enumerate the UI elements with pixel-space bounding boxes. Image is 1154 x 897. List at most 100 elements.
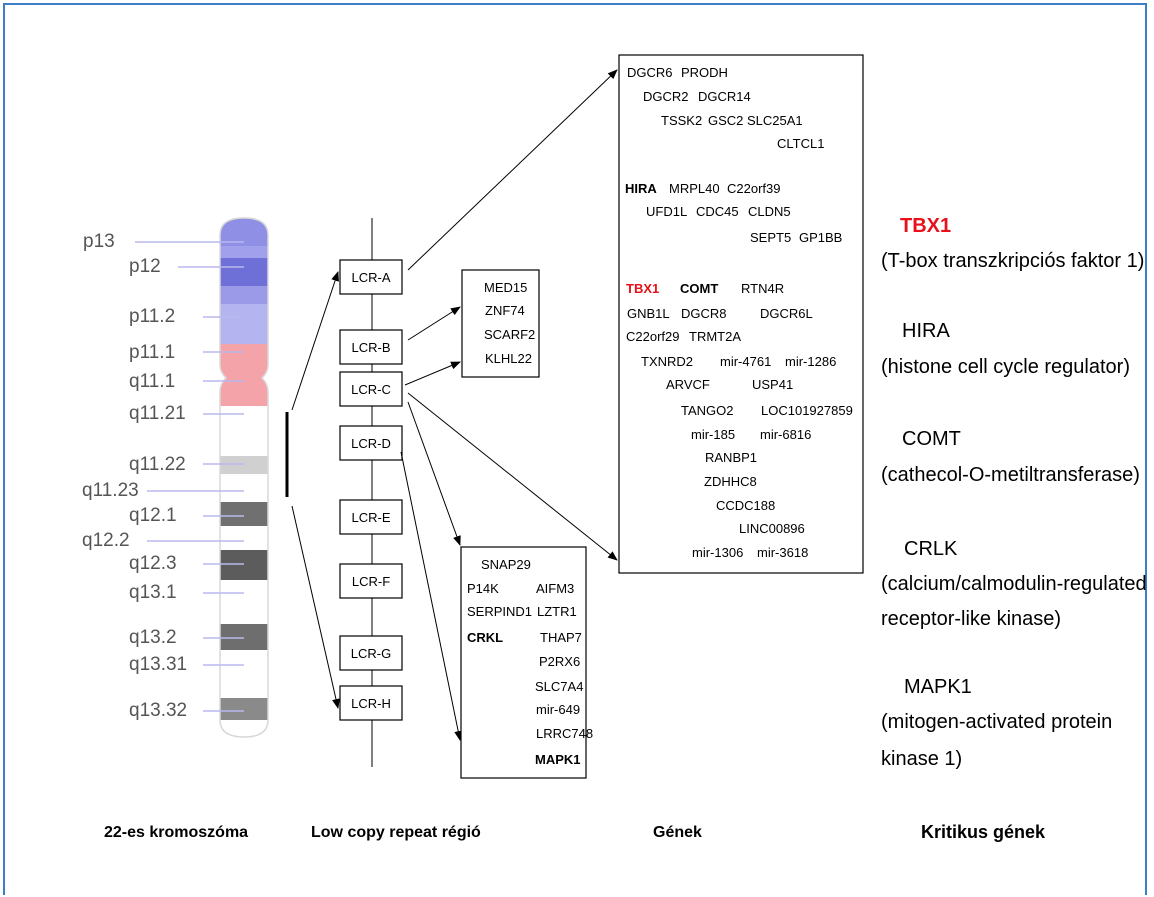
band-label-q11-23: q11.23 [82, 480, 139, 501]
gene-mir-185: mir-185 [691, 427, 735, 442]
gene-klhl22: KLHL22 [485, 351, 532, 366]
band-label-q13-31: q13.31 [129, 654, 187, 675]
header-lcr: Low copy repeat régió [311, 824, 481, 841]
gene-ccdc188: CCDC188 [716, 498, 775, 513]
gene-mir-1286: mir-1286 [785, 354, 836, 369]
gene-prodh: PRODH [681, 65, 728, 80]
lcr-box-lcr-e: LCR-E [339, 499, 403, 535]
critical-gene-name: HIRA [902, 320, 950, 342]
zoom-arrow-top [291, 271, 339, 411]
gene-c22orf39: C22orf39 [727, 181, 780, 196]
zoom-arrow-bottom [291, 505, 340, 709]
gene-dgcr2: DGCR2 [643, 89, 689, 104]
critical-gene-description: (calcium/calmodulin-regulated [881, 573, 1147, 595]
arrow-lcr-c-box-d [407, 401, 461, 546]
header-chromosome: 22-es kromoszóma [104, 824, 248, 841]
band-p11-1-shape [220, 344, 268, 378]
gene-mapk1: MAPK1 [535, 752, 581, 767]
band-q11-1-shape [220, 378, 268, 406]
band-label-q13-32: q13.32 [129, 700, 187, 721]
lcr-label-lcr-f: LCR-F [352, 574, 390, 589]
gene-snap29: SNAP29 [481, 557, 531, 572]
band-label-q11-1: q11.1 [129, 371, 175, 392]
band-label-p11-2: p11.2 [129, 306, 175, 327]
critical-gene-mapk1: MAPK1 (mitogen-activated protein kinase 1) [881, 676, 1112, 770]
gene-lrrc748: LRRC748 [536, 726, 593, 741]
lcr-label-lcr-c: LCR-C [351, 382, 391, 397]
gene-cdc45: CDC45 [696, 204, 739, 219]
band-label-q11-22: q11.22 [129, 454, 186, 475]
gene-loc101927859: LOC101927859 [761, 403, 853, 418]
gene-crkl: CRKL [467, 630, 503, 645]
gene-slc7a4: SLC7A4 [535, 679, 583, 694]
critical-gene-tbx1: TBX1(T-box transzkripciós faktor 1) [881, 215, 1144, 272]
band-label-q12-2: q12.2 [82, 530, 130, 551]
critical-gene-name: MAPK1 [904, 676, 972, 698]
chromosome-ideogram [219, 217, 269, 738]
band-label-q12-1: q12.1 [129, 505, 177, 526]
gene-mir-4761: mir-4761 [720, 354, 771, 369]
lcr-box-lcr-d: LCR-D [339, 425, 403, 461]
critical-gene-description: (cathecol-O-metiltransferase) [881, 464, 1140, 486]
lcr-box-lcr-c: LCR-C [339, 371, 403, 407]
band-label-p12: p12 [129, 256, 161, 277]
gene-dgcr14: DGCR14 [698, 89, 751, 104]
gene-ufd1l: UFD1L [646, 204, 687, 219]
gene-zdhhc8: ZDHHC8 [704, 474, 757, 489]
critical-gene-description: kinase 1) [881, 748, 962, 770]
gene-sept5: SEPT5 [750, 230, 791, 245]
gene-dgcr6: DGCR6 [627, 65, 673, 80]
critical-gene-comt: COMT (cathecol-O-metiltransferase) [881, 428, 1140, 486]
band-leader-lines [135, 241, 244, 712]
band-label-p11-1: p11.1 [129, 342, 175, 363]
arrow-lcr-a [407, 69, 618, 271]
arrow-lcr-d [400, 451, 463, 741]
band-p11-2-shape [220, 304, 268, 344]
critical-gene-name: CRLK [904, 538, 958, 560]
lcr-box-lcr-a: LCR-A [339, 259, 403, 295]
band-q12-1-shape [220, 502, 268, 526]
band-q12-3-shape [220, 550, 268, 580]
gene-lztr1: LZTR1 [537, 604, 577, 619]
band-label-q12-3: q12.3 [129, 553, 177, 574]
gene-rtn4r: RTN4R [741, 281, 784, 296]
gene-gsc2: GSC2 [708, 113, 743, 128]
band-q13-32-shape [220, 698, 268, 720]
band-label-q13-2: q13.2 [129, 627, 177, 648]
lcr-label-lcr-b: LCR-B [351, 340, 390, 355]
critical-genes-list: TBX1(T-box transzkripciós faktor 1) HIRA (… [881, 215, 1147, 770]
gene-c22orf29: C22orf29 [626, 329, 679, 344]
gene-box-b [461, 269, 540, 378]
gene-mrpl40: MRPL40 [669, 181, 720, 196]
gene-serpind1: SERPIND1 [467, 604, 532, 619]
lcr-box-lcr-g: LCR-G [339, 635, 403, 671]
gene-tbx1: TBX1 [626, 281, 659, 296]
lcr-box-lcr-f: LCR-F [339, 563, 403, 599]
gene-comt: COMT [680, 281, 718, 296]
gene-p2rx6: P2RX6 [539, 654, 580, 669]
gene-slc25a1: SLC25A1 [747, 113, 803, 128]
critical-gene-description: (T-box transzkripciós faktor 1) [881, 250, 1144, 272]
gene-hira: HIRA [625, 181, 657, 196]
lcr-box-lcr-b: LCR-B [339, 329, 403, 365]
gene-gnb1l: GNB1L [627, 306, 670, 321]
header-critical: Kritikus gének [921, 822, 1046, 842]
band-labels: p13p12p11.2p11.1q11.1q11.21q11.22q11.23q… [82, 231, 187, 721]
gene-mir-1306: mir-1306 [692, 545, 743, 560]
figure-frame [3, 3, 1147, 895]
lcr-label-lcr-e: LCR-E [351, 510, 390, 525]
gene-znf74: ZNF74 [485, 303, 525, 318]
gene-mir-649: mir-649 [536, 702, 580, 717]
critical-gene-name: COMT [902, 428, 961, 450]
band-q13-2-shape [220, 624, 268, 650]
band-label-q11-21: q11.21 [129, 403, 186, 424]
gene-txnrd2: TXNRD2 [641, 354, 693, 369]
critical-gene-description: (mitogen-activated protein [881, 711, 1112, 733]
band-p12-shape [220, 258, 268, 286]
gene-tango2: TANGO2 [681, 403, 734, 418]
lcr-label-lcr-g: LCR-G [351, 646, 391, 661]
lcr-label-lcr-d: LCR-D [351, 436, 391, 451]
